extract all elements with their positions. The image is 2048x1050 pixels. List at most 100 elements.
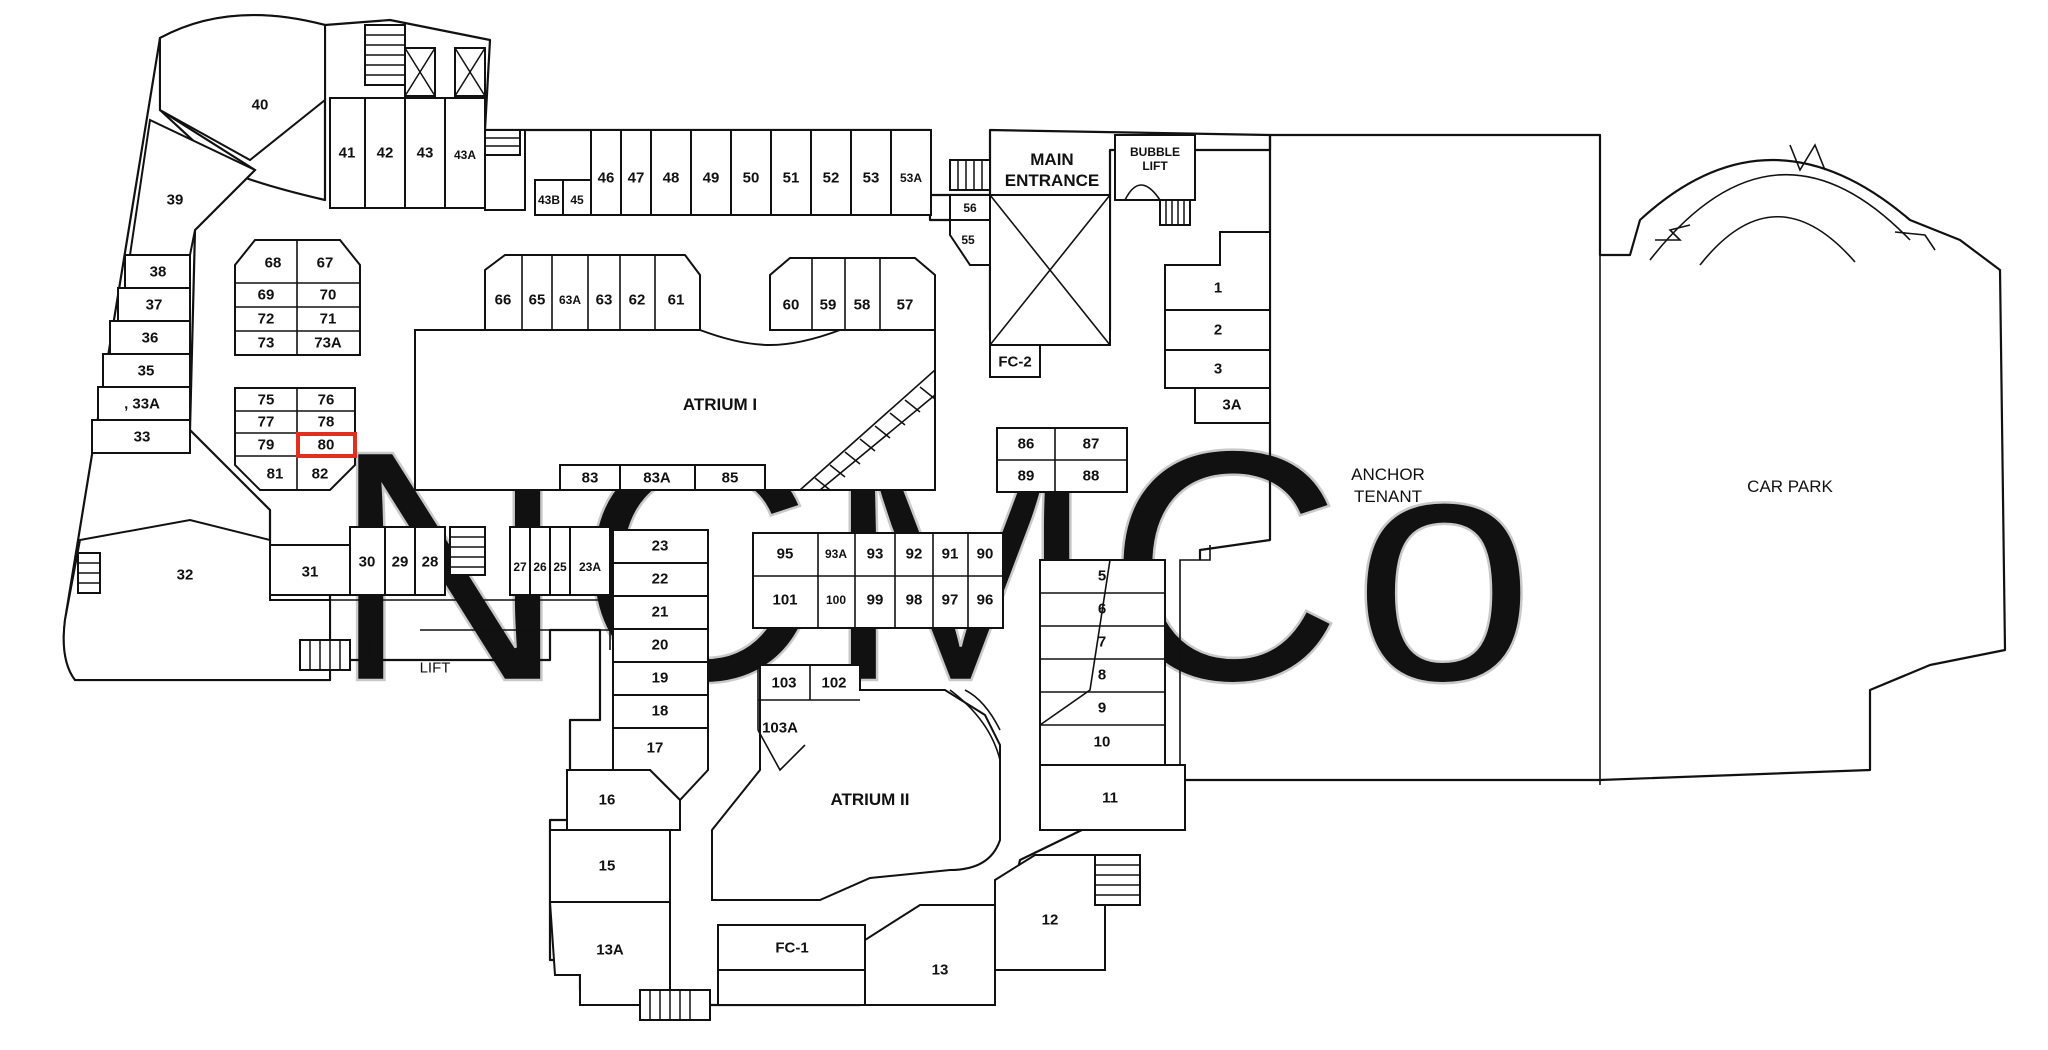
- unit-72-label: 72: [258, 311, 275, 328]
- unit-22-label: 22: [652, 571, 669, 588]
- unit-98-label: 98: [906, 592, 923, 609]
- unit-89-label: 89: [1018, 468, 1035, 485]
- island-68-73a: [234, 239, 361, 356]
- unit-23-label: 23: [652, 538, 669, 555]
- unit-43B-label: 43B: [538, 193, 560, 207]
- unit-92-label: 92: [906, 546, 923, 563]
- unit-86-label: 86: [1018, 436, 1035, 453]
- unit-79-label: 79: [258, 437, 275, 454]
- unit-102-label: 102: [821, 675, 846, 692]
- highlight-unit-80[interactable]: [296, 432, 357, 458]
- unit-32-label: 32: [177, 567, 194, 584]
- unit-36-label: 36: [142, 330, 159, 347]
- unit-11-label: 11: [1102, 790, 1118, 807]
- unit-82-label: 82: [312, 466, 329, 483]
- unit-85-label: 85: [722, 470, 739, 487]
- unit-83-label: 83: [582, 470, 599, 487]
- unit-73-label: 73: [258, 335, 275, 352]
- main-entrance-label-2: ENTRANCE: [1005, 171, 1099, 190]
- unit-77-label: 77: [258, 414, 275, 431]
- unit-37-label: 37: [146, 297, 163, 314]
- unit-52-label: 52: [823, 170, 840, 187]
- unit-49-label: 49: [703, 170, 720, 187]
- unit-25-label: 25: [553, 560, 567, 574]
- atrium-2-block: [711, 664, 1001, 901]
- unit-99-label: 99: [867, 592, 884, 609]
- unit-15-label: 15: [599, 858, 616, 875]
- unit-30-label: 30: [359, 554, 376, 571]
- unit-95-label: 95: [777, 546, 794, 563]
- unit-96-label: 96: [977, 592, 994, 609]
- unit-48-label: 48: [663, 170, 680, 187]
- main-entrance: [989, 134, 1196, 378]
- unit-60-label: 60: [783, 297, 800, 314]
- unit-71-label: 71: [320, 311, 337, 328]
- unit-51-label: 51: [783, 170, 800, 187]
- unit-1-label: 1: [1214, 280, 1222, 297]
- unit-63-label: 63: [596, 292, 613, 309]
- unit-87-label: 87: [1083, 436, 1100, 453]
- car-park-label: CAR PARK: [1747, 477, 1833, 496]
- unit-76-label: 76: [318, 392, 335, 409]
- unit-55-label: 55: [961, 233, 975, 247]
- west-wing: [62, 14, 611, 681]
- unit-41-label: 41: [339, 145, 356, 162]
- unit-39-label: 39: [167, 192, 184, 209]
- unit-103A-label: 103A: [762, 720, 798, 737]
- unit-35-label: 35: [138, 363, 155, 380]
- unit-21-label: 21: [652, 604, 669, 621]
- unit-75-label: 75: [258, 392, 275, 409]
- unit-91-label: 91: [942, 546, 959, 563]
- unit-3A-label: 3A: [1222, 397, 1241, 414]
- fc1-label: FC-1: [775, 940, 808, 957]
- anchor-tenant-label-2: TENANT: [1354, 487, 1422, 506]
- unit-2-label: 2: [1214, 322, 1222, 339]
- unit-103-label: 103: [771, 675, 796, 692]
- north-row: [329, 97, 991, 266]
- unit-43A-label: 43A: [454, 148, 476, 162]
- unit-3-label: 3: [1214, 361, 1222, 378]
- unit-97-label: 97: [942, 592, 959, 609]
- unit-63A-n-label: 63A: [559, 293, 581, 307]
- unit-53A-label: 53A: [900, 171, 922, 185]
- unit-43-label: 43: [417, 145, 434, 162]
- lift-label: LIFT: [420, 660, 451, 677]
- unit-7-label: 7: [1098, 634, 1106, 651]
- unit-12-label: 12: [1042, 912, 1059, 929]
- unit-83A-label: 83A: [643, 470, 671, 487]
- unit-8-label: 8: [1098, 667, 1106, 684]
- unit-17-label: 17: [647, 740, 664, 757]
- unit-9-label: 9: [1098, 700, 1106, 717]
- south-units: [717, 854, 1141, 1006]
- unit-45-label: 45: [570, 193, 584, 207]
- unit-38-label: 38: [150, 264, 167, 281]
- atrium-1-block: [414, 254, 936, 491]
- unit-20-label: 20: [652, 637, 669, 654]
- block-90-101: [752, 532, 1004, 629]
- east-block: [1164, 231, 1271, 424]
- unit-27-label: 27: [513, 560, 527, 574]
- unit-6-label: 6: [1098, 601, 1106, 618]
- unit-73A-label: 73A: [314, 335, 342, 352]
- fc2-label: FC-2: [998, 354, 1031, 371]
- unit-65-label: 65: [529, 292, 546, 309]
- unit-100-label: 100: [826, 593, 846, 607]
- unit-19-label: 19: [652, 670, 669, 687]
- anchor-tenant-label-1: ANCHOR: [1351, 465, 1425, 484]
- unit-42-label: 42: [377, 145, 394, 162]
- atrium-2-label: ATRIUM II: [830, 790, 909, 809]
- unit-80-label[interactable]: 80: [318, 437, 335, 454]
- unit-10-label: 10: [1094, 734, 1111, 751]
- bubble-lift-label-2: LIFT: [1142, 159, 1168, 173]
- main-entrance-label-1: MAIN: [1030, 150, 1073, 169]
- unit-67-label: 67: [317, 255, 334, 272]
- unit-81-label: 81: [267, 466, 284, 483]
- south-west-units: [548, 769, 711, 1021]
- unit-61-label: 61: [668, 292, 685, 309]
- unit-13A-label: 13A: [596, 942, 624, 959]
- unit-59-label: 59: [820, 297, 837, 314]
- unit-28-label: 28: [422, 554, 439, 571]
- unit-101-label: 101: [772, 592, 797, 609]
- unit-40-label: 40: [252, 97, 269, 114]
